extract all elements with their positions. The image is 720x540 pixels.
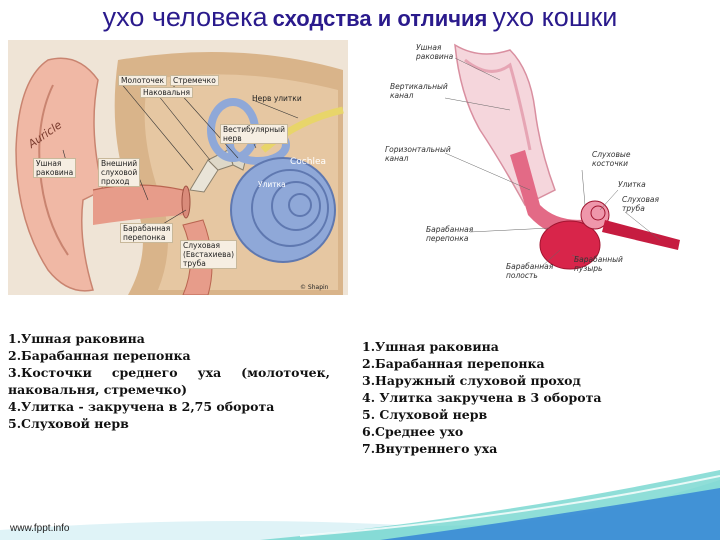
list-item: наковальня, стремечко) [8,381,353,398]
label-malleus: Молоточек [118,75,167,86]
cat-ear-diagram: Ушная раковина Вертикальный канал Горизо… [360,40,688,290]
list-item-word: 3.Косточки [8,364,92,381]
cat-ear-list: 1.Ушная раковина 2.Барабанная перепонка … [362,338,692,457]
list-item: 2.Барабанная перепонка [362,355,692,372]
list-item: 3.Наружный слуховой проход [362,372,692,389]
list-item: 3.Косточки среднего уха (молоточек, [8,364,330,381]
list-item: 1.Ушная раковина [362,338,692,355]
list-item: 4.Улитка - закручена в 2,75 оборота [8,398,353,415]
label-auricle: Ушная раковина [33,158,76,178]
label-eardrum: Барабанная перепонка [120,223,173,243]
title-similarities: сходства и отличия [273,6,488,31]
list-item: 7.Внутреннего уха [362,440,692,457]
label-eustachian-tube: Слуховая (Евстахиева) труба [180,240,237,269]
footer-url: www.fppt.info [10,523,69,534]
label-cochlea-cat: Улитка [618,180,646,189]
label-ossicles: Слуховые косточки [592,150,630,168]
label-external-canal: Внешний слуховой проход [98,158,140,187]
label-vestibular-nerve: Вестибулярный нерв [220,124,288,144]
label-credit: © Shapin [300,283,328,292]
title-cat-ear: ухо кошки [492,2,617,32]
title-human-ear: ухо человека [103,2,268,32]
list-item-word: (молоточек, [241,364,330,381]
label-pinna: Ушная раковина [416,43,453,61]
label-auditory-tube: Слуховая труба [622,195,659,213]
label-stapes: Стремечко [170,75,219,86]
label-tympanic-bulla: Барабанный пузырь [574,255,623,273]
list-item: 5.Слуховой нерв [8,415,353,432]
cat-ear-illustration [360,40,688,290]
label-horizontal-canal: Горизонтальный канал [385,145,451,163]
label-cochlear-nerve: Нерв улитки [252,94,302,103]
label-tympanic-cavity: Барабанная полость [506,262,553,280]
label-incus: Наковальня [140,87,193,98]
label-cochlea: Улитка [258,180,286,189]
list-item-word: уха [198,364,222,381]
list-item: 4. Улитка закручена в 3 оборота [362,389,692,406]
label-cochlea-latin: Cochlea [290,158,326,167]
decorative-wave [0,470,720,540]
list-item: 1.Ушная раковина [8,330,353,347]
human-ear-list: 1.Ушная раковина 2.Барабанная перепонка … [8,330,353,432]
list-item-word: среднего [112,364,178,381]
page-title: ухо человека сходства и отличия ухо кошк… [0,2,720,33]
label-eardrum-cat: Барабанная перепонка [426,225,473,243]
list-item: 2.Барабанная перепонка [8,347,353,364]
list-item: 5. Слуховой нерв [362,406,692,423]
list-item: 6.Среднее ухо [362,423,692,440]
label-vertical-canal: Вертикальный канал [390,82,448,100]
human-ear-diagram: Молоточек Стремечко Наковальня Нерв улит… [8,40,348,295]
